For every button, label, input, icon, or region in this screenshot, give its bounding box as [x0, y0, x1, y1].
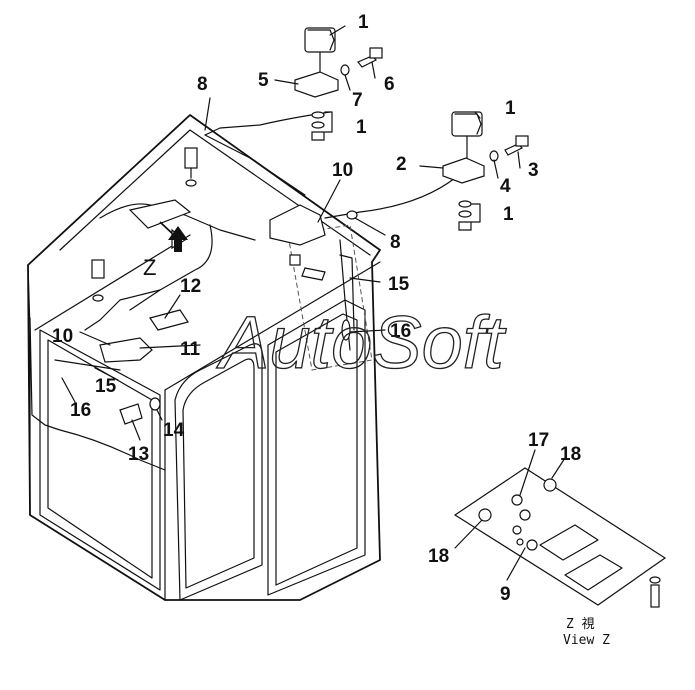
callout-2: 2: [396, 154, 407, 175]
callout-1-upper-washer: 1: [356, 117, 367, 138]
callout-18-upper: 18: [560, 444, 581, 465]
callout-8-right: 8: [390, 232, 401, 253]
interior-fixtures: [54, 147, 358, 425]
view-z-boundary: [287, 224, 373, 371]
callout-8-upper: 8: [197, 74, 208, 95]
view-z-floor-plate: [453, 467, 667, 608]
view-z-arrow-label: Z: [143, 255, 156, 280]
callout-9: 9: [500, 584, 511, 605]
callout-4: 4: [500, 176, 511, 197]
callout-1-right-lamp: 1: [505, 98, 516, 119]
callout-5: 5: [258, 70, 269, 91]
upper-lamp-assembly: [294, 27, 383, 141]
callout-12: 12: [180, 276, 201, 297]
callout-6: 6: [384, 74, 395, 95]
wiring-harness: [29, 111, 456, 471]
watermark-text: AutoSoft: [216, 301, 507, 384]
callout-10-left: 10: [52, 326, 73, 347]
callout-13: 13: [128, 444, 149, 465]
callout-16-left: 16: [70, 400, 91, 421]
callout-18-lower: 18: [428, 546, 449, 567]
callout-10-upper: 10: [332, 160, 353, 181]
callout-15-right: 15: [388, 274, 410, 295]
right-lamp-assembly: [442, 111, 529, 231]
callout-11: 11: [180, 339, 201, 360]
callout-3: 3: [528, 160, 539, 181]
callout-17: 17: [528, 430, 549, 451]
callout-14: 14: [163, 420, 185, 441]
leader-lines: [61, 25, 566, 581]
view-caption-line2: View Z: [563, 633, 610, 648]
callout-16-right: 16: [390, 321, 411, 342]
callout-15-left: 15: [95, 376, 117, 397]
view-caption-line1: Z 視: [566, 617, 595, 632]
callout-1-right-washer: 1: [503, 204, 514, 225]
callout-1-upper-lamp: 1: [358, 12, 369, 33]
callout-7: 7: [352, 90, 363, 111]
view-z-arrow-icon: [168, 226, 188, 252]
